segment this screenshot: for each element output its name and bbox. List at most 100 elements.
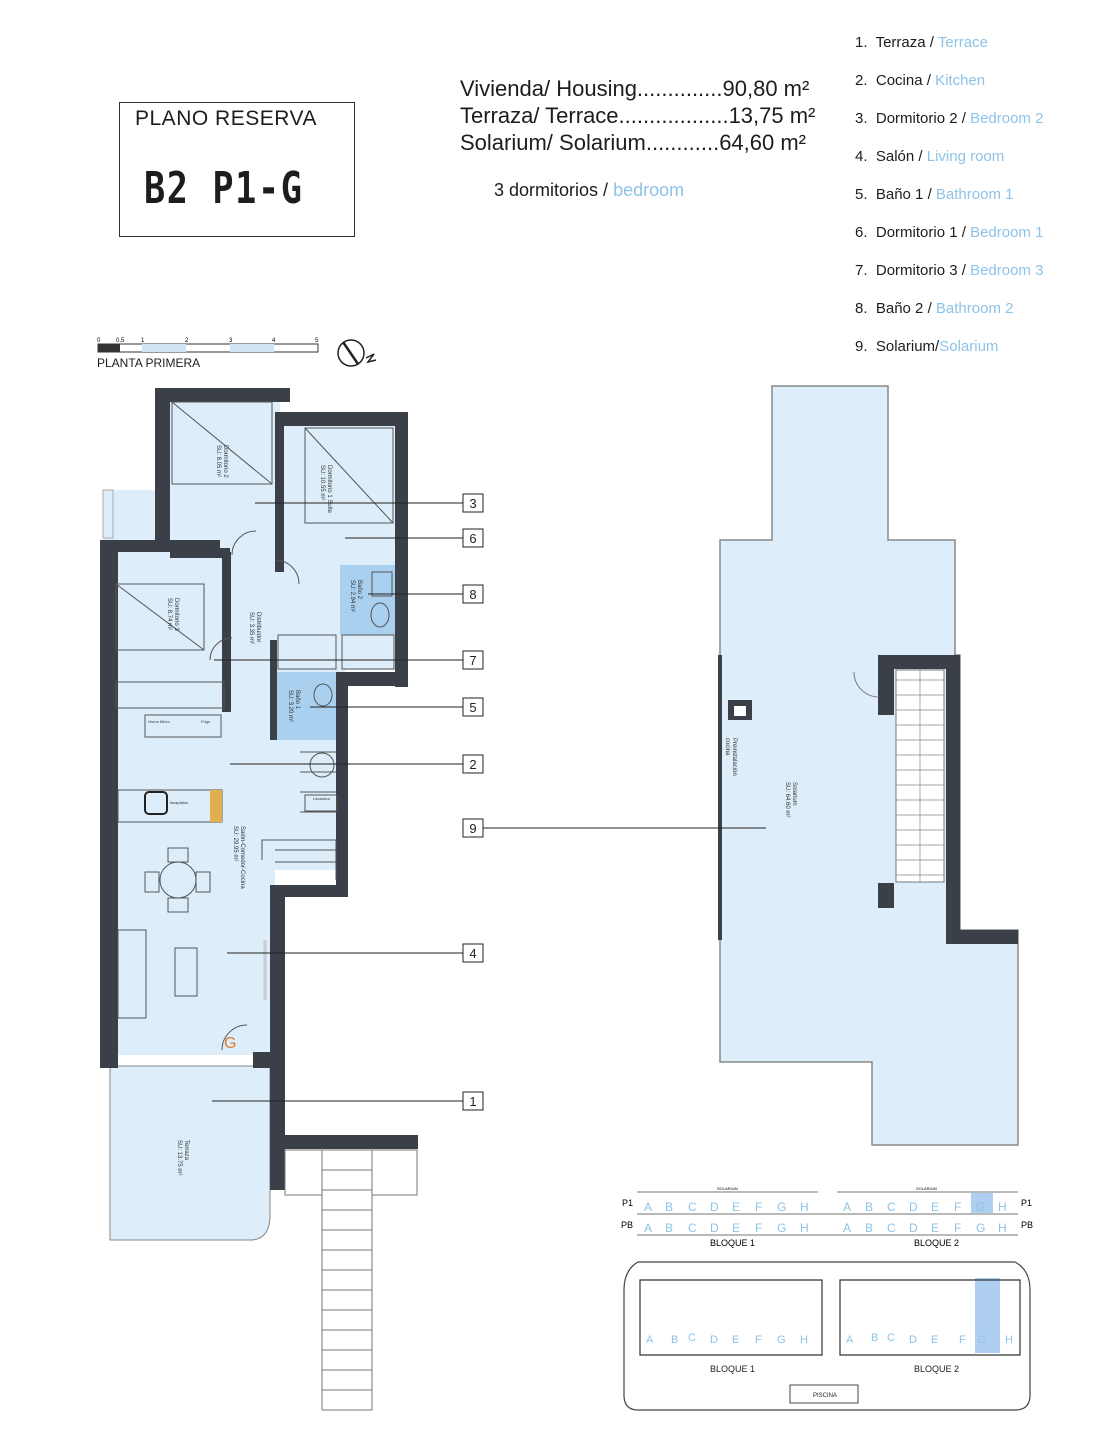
room-area: SU: 64.60 m² (784, 782, 790, 817)
unit-letter: H (998, 1221, 1007, 1235)
callout-number: 4 (469, 946, 476, 961)
area-solarium: Solarium/ Solarium............64,60 m² (460, 130, 807, 155)
legend-es: Dormitorio 3 / (875, 262, 966, 279)
room-area: SU: 2.94 m² (349, 580, 355, 612)
callout-number: 8 (469, 587, 476, 602)
unit-letter: H (800, 1221, 809, 1235)
unit-letter: B (665, 1221, 673, 1235)
unit-letter: H (800, 1200, 809, 1214)
unit-letter: H (998, 1200, 1007, 1214)
room-name: Baño 1 (294, 690, 300, 710)
unit-letter: F (954, 1221, 961, 1235)
floor-label: PLANTA PRIMERA (97, 356, 201, 370)
unit-letter: C (688, 1200, 697, 1214)
site-letter: A (646, 1334, 654, 1346)
scale-bar: 0 0.5 1 2 3 4 5 (97, 338, 319, 353)
legend-item: 3. Dormitorio 2 / Bedroom 2 (855, 110, 1043, 148)
legend-en: Bedroom 3 (970, 262, 1044, 279)
area-terrace: Terraza/ Terrace..................13,75 … (460, 103, 816, 128)
unit-letter: F (954, 1200, 961, 1214)
legend-en: Solarium (939, 338, 999, 355)
site-letter: H (1005, 1334, 1013, 1346)
site-letter: E (732, 1334, 739, 1346)
unit-letter: B (865, 1221, 873, 1235)
appliance-label: Horno Micro (148, 719, 171, 724)
callout-number: 3 (469, 496, 476, 511)
legend-es: Salón / (875, 148, 923, 165)
unit-letter: E (732, 1221, 740, 1235)
unit-code: B2 P1-G (144, 163, 304, 214)
site-letter: C (688, 1332, 696, 1344)
legend-item: 5. Baño 1 / Bathroom 1 (855, 186, 1043, 224)
unit-letter: A (644, 1221, 652, 1235)
legend-num: 1. (855, 34, 868, 51)
legend-es: Solarium/ (875, 338, 940, 355)
row-label: PB (1021, 1220, 1033, 1230)
room-name: Dormitorio 1 Suite (326, 465, 332, 514)
room-area: SU: 29.95 m² (232, 826, 238, 861)
legend-num: 2. (855, 72, 868, 89)
legend-item: 9. Solarium/Solarium (855, 338, 1043, 376)
legend-en: Bathroom 1 (935, 186, 1014, 203)
block-key-table: P1 PB P1 PB SOLARIUM SOLARIUM A B C D E … (621, 1186, 1033, 1248)
legend-num: 6. (855, 224, 868, 241)
room-area: SU: 3.20 m² (287, 690, 293, 722)
site-letter: E (931, 1334, 938, 1346)
scale-tick: 0 (97, 338, 101, 344)
first-floor-plan: G Dormitorio 2 SU: 8.05 m² Dormitorio 1 … (100, 388, 418, 1411)
legend-num: 7. (855, 262, 868, 279)
callout-number: 5 (469, 700, 476, 715)
site-letter: G (777, 1334, 786, 1346)
legend-item: 1. Terraza / Terrace (855, 34, 1043, 72)
unit-letter: A (644, 1200, 652, 1214)
block-label: BLOQUE 1 (710, 1364, 755, 1374)
site-letter: F (959, 1334, 966, 1346)
legend-es: Baño 1 / (875, 186, 932, 203)
legend-es: Dormitorio 2 / (875, 110, 966, 127)
solarium-label: SOLARIUM (717, 1186, 738, 1191)
solarium-plan: Preinstalación cocina Solarium SU: 64.60… (718, 385, 1019, 1146)
unit-letter: B (665, 1200, 673, 1214)
room-name: Distribuidor (255, 612, 261, 642)
site-letter: A (846, 1334, 854, 1346)
legend-en: Kitchen (935, 72, 986, 89)
unit-letter: D (710, 1221, 719, 1235)
callout-number: 7 (469, 653, 476, 668)
appliance-label: Lavadora (313, 796, 330, 801)
unit-letter: A (843, 1221, 851, 1235)
site-letter: D (909, 1334, 917, 1346)
site-letter: B (871, 1332, 878, 1344)
callout-number: 9 (469, 821, 476, 836)
block-label: BLOQUE 2 (914, 1238, 959, 1248)
room-area: SU: 8.05 m² (215, 445, 221, 477)
unit-letter: F (755, 1200, 762, 1214)
scale-tick: 4 (272, 338, 276, 344)
scale-tick: 0.5 (116, 338, 125, 344)
site-letter: H (800, 1334, 808, 1346)
area-housing: Vivienda/ Housing..............90,80 m² (460, 76, 810, 101)
unit-letter: D (710, 1200, 719, 1214)
site-letter: C (887, 1332, 895, 1344)
scale-tick: 2 (185, 338, 189, 344)
callout-number: 6 (469, 531, 476, 546)
room-area: SU: 3.35 m² (248, 612, 254, 644)
scale-tick: 1 (141, 338, 145, 344)
legend-en: Bathroom 2 (935, 300, 1014, 317)
legend-item: 7. Dormitorio 3 / Bedroom 3 (855, 262, 1043, 300)
room-area: SU: 13.75 m² (176, 1140, 182, 1175)
room-area: SU: 8.74 m² (166, 598, 172, 630)
unit-letter: D (909, 1200, 918, 1214)
room-legend: 1. Terraza / Terrace 2. Cocina / Kitchen… (855, 34, 1043, 376)
room-name: Solarium (791, 782, 797, 806)
legend-en: Living room (926, 148, 1005, 165)
site-letter: D (710, 1334, 718, 1346)
room-name: Preinstalación (731, 738, 737, 776)
legend-num: 4. (855, 148, 868, 165)
legend-num: 5. (855, 186, 868, 203)
legend-item: 2. Cocina / Kitchen (855, 72, 1043, 110)
appliance-label: lavaplatos (170, 800, 188, 805)
unit-letter: E (931, 1221, 939, 1235)
reservation-box: PLANO RESERVA B2 P1-G (119, 102, 355, 237)
callout-number: 1 (469, 1094, 476, 1109)
bedroom-count-es: 3 dormitorios / (494, 180, 609, 200)
